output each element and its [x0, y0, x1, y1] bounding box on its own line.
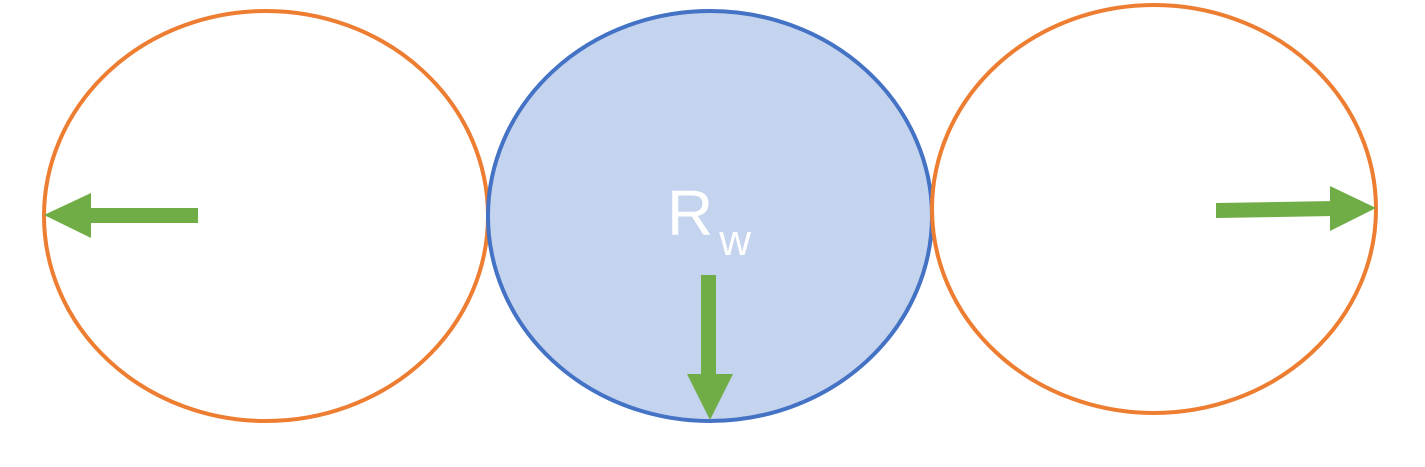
right-arrow — [1216, 186, 1376, 231]
center-label: R w — [667, 177, 751, 265]
left-arrow-shaft — [86, 208, 198, 223]
center-label-subscript: w — [718, 216, 751, 265]
right-arrow-shaft — [1216, 201, 1334, 218]
down-arrow-head — [687, 374, 733, 420]
right-arrow-head — [1330, 186, 1376, 231]
down-arrow-shaft — [701, 275, 716, 378]
left-arrow-head — [44, 193, 91, 238]
left-arrow — [44, 193, 198, 238]
down-arrow — [687, 275, 733, 420]
right-circle — [930, 3, 1378, 415]
center-label-main: R — [667, 177, 713, 249]
